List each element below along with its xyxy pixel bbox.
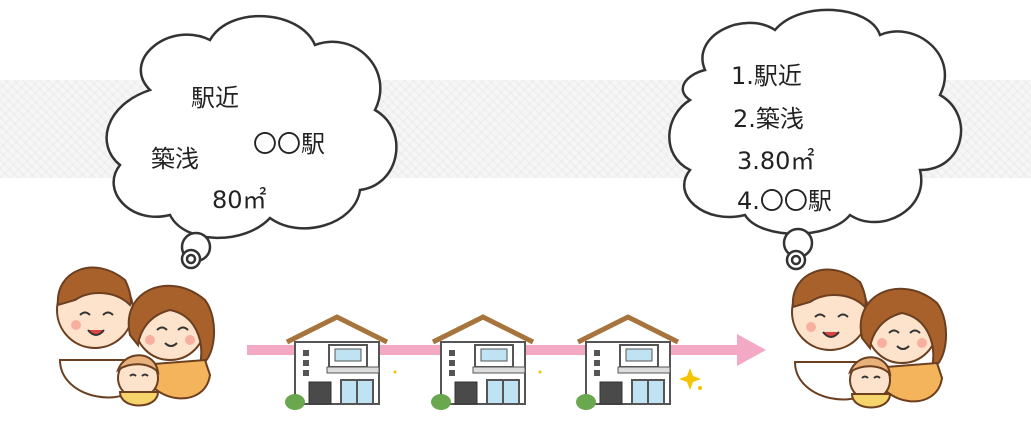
family-icon [791, 268, 948, 409]
bubble-word: 築浅 [151, 145, 199, 173]
thought-bubble-icon [668, 8, 963, 271]
ranked-item: 3.80㎡ [737, 147, 815, 175]
thought-bubble-icon [105, 14, 398, 270]
house-icon [576, 317, 678, 410]
house-icon [285, 317, 387, 410]
house-icon [431, 317, 533, 410]
ranked-item: 4.〇〇駅 [737, 187, 832, 215]
bubble-word: 80㎡ [212, 186, 267, 214]
ranked-item: 1.駅近 [731, 62, 802, 90]
bubble-word: 〇〇駅 [253, 130, 325, 158]
sparkle-icon [393, 368, 702, 390]
family-icon [56, 266, 216, 407]
bubble-word: 駅近 [191, 84, 239, 112]
ranked-item: 2.築浅 [733, 105, 804, 133]
